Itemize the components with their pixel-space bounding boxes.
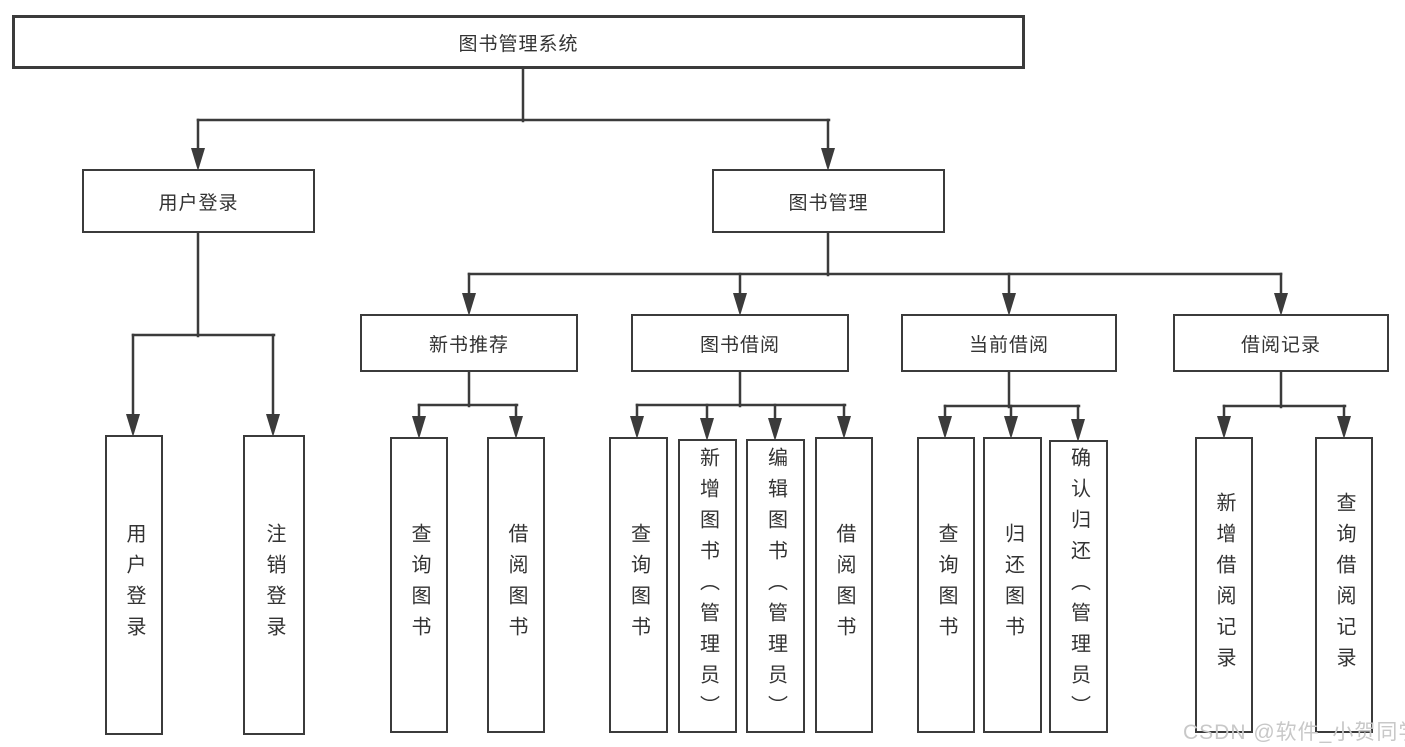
- node-book-management: 图书管理: [712, 169, 945, 233]
- node-leaf-bb-edit-book-admin-label: 编辑图书（管理员）: [764, 446, 787, 726]
- node-leaf-bb-query-book-label: 查询图书: [627, 523, 650, 647]
- arrowhead-icon: [1274, 293, 1288, 316]
- node-leaf-cb-confirm-return-admin: 确认归还（管理员）: [1049, 440, 1108, 733]
- node-new-book-recommend: 新书推荐: [360, 314, 578, 372]
- arrowhead-icon: [700, 418, 714, 441]
- node-current-borrow: 当前借阅: [901, 314, 1117, 372]
- node-borrow-record-label: 借阅记录: [1240, 334, 1321, 356]
- arrowhead-icon: [768, 418, 782, 441]
- node-current-borrow-label: 当前借阅: [968, 334, 1049, 356]
- node-user-login-branch: 用户登录: [82, 169, 315, 233]
- node-leaf-br-add-record: 新增借阅记录: [1195, 437, 1253, 733]
- arrowhead-icon: [126, 414, 140, 437]
- arrowhead-icon: [266, 414, 280, 437]
- arrowhead-icon: [1002, 293, 1016, 316]
- node-leaf-user-login-label: 用户登录: [123, 523, 145, 647]
- arrowhead-icon: [938, 416, 952, 439]
- node-leaf-bb-query-book: 查询图书: [609, 437, 668, 733]
- node-leaf-bb-borrow-book: 借阅图书: [815, 437, 873, 733]
- node-new-book-recommend-label: 新书推荐: [428, 334, 509, 356]
- node-leaf-bb-add-book-admin: 新增图书（管理员）: [678, 439, 737, 733]
- arrowhead-icon: [412, 416, 426, 439]
- arrowhead-icon: [1071, 419, 1085, 442]
- node-leaf-user-login: 用户登录: [105, 435, 163, 735]
- node-leaf-bb-add-book-admin-label: 新增图书（管理员）: [696, 446, 719, 726]
- arrowhead-icon: [509, 416, 523, 439]
- node-leaf-logout-label: 注销登录: [263, 523, 285, 647]
- node-leaf-bb-borrow-book-label: 借阅图书: [833, 523, 855, 647]
- node-leaf-cb-return-book: 归还图书: [983, 437, 1042, 733]
- arrowhead-icon: [837, 416, 851, 439]
- node-leaf-br-query-record-label: 查询借阅记录: [1333, 492, 1355, 678]
- node-borrow-record: 借阅记录: [1173, 314, 1389, 372]
- arrowhead-icon: [1217, 416, 1231, 439]
- arrowhead-icon: [733, 293, 747, 316]
- node-leaf-cb-confirm-return-admin-label: 确认归还（管理员）: [1067, 447, 1090, 726]
- node-book-borrow-label: 图书借阅: [699, 334, 780, 356]
- csdn-watermark: CSDN @软件_小贺同学: [1183, 721, 1405, 744]
- node-root: 图书管理系统: [12, 15, 1025, 69]
- arrowhead-icon: [191, 148, 205, 171]
- node-user-login-branch-label: 用户登录: [158, 192, 239, 214]
- node-book-management-label: 图书管理: [788, 192, 869, 214]
- node-leaf-nbr-query-book: 查询图书: [390, 437, 448, 733]
- arrowhead-icon: [821, 148, 835, 171]
- node-leaf-bb-edit-book-admin: 编辑图书（管理员）: [746, 439, 805, 733]
- arrowhead-icon: [462, 293, 476, 316]
- node-leaf-br-query-record: 查询借阅记录: [1315, 437, 1373, 733]
- node-leaf-cb-query-book-label: 查询图书: [935, 523, 957, 647]
- node-leaf-cb-return-book-label: 归还图书: [1001, 523, 1024, 647]
- node-leaf-nbr-query-book-label: 查询图书: [408, 523, 430, 647]
- node-leaf-cb-query-book: 查询图书: [917, 437, 975, 733]
- arrowhead-icon: [630, 416, 644, 439]
- node-book-borrow: 图书借阅: [631, 314, 849, 372]
- node-leaf-br-add-record-label: 新增借阅记录: [1213, 492, 1235, 678]
- node-leaf-nbr-borrow-book: 借阅图书: [487, 437, 545, 733]
- node-leaf-nbr-borrow-book-label: 借阅图书: [505, 523, 527, 647]
- arrowhead-icon: [1337, 416, 1351, 439]
- node-leaf-logout: 注销登录: [243, 435, 305, 735]
- node-root-label: 图书管理系统: [458, 33, 579, 55]
- arrowhead-icon: [1004, 416, 1018, 439]
